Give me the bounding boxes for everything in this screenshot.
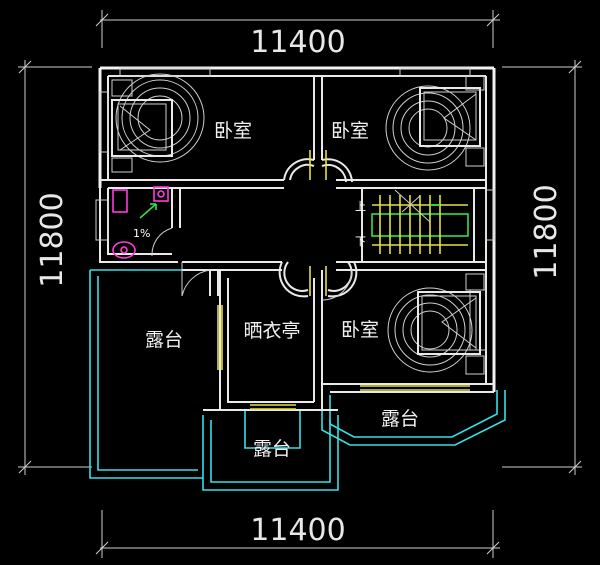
room-terrace-right: 露台 — [381, 408, 419, 430]
slope-label: 1% — [133, 227, 150, 240]
windows — [217, 150, 470, 410]
terrace-outlines — [89, 269, 506, 491]
walls — [98, 66, 496, 411]
staircase — [361, 187, 475, 263]
bathroom-fixtures — [112, 186, 169, 259]
bed-top-right — [385, 75, 485, 171]
dimension-bottom: 11400 — [250, 513, 345, 548]
doors — [151, 227, 353, 301]
hall-arcs — [278, 158, 358, 298]
bed-top-left — [111, 73, 205, 173]
room-terrace-left: 露台 — [145, 329, 183, 351]
dimension-lines — [18, 10, 582, 558]
stair-down-label: 下 — [355, 235, 366, 248]
bed-bottom-right — [387, 273, 485, 375]
dimension-top: 11400 — [250, 25, 345, 60]
room-bedroom-bottom-right: 卧室 — [341, 319, 379, 341]
room-bedroom-top-right: 卧室 — [331, 120, 369, 142]
dimension-right: 11800 — [529, 184, 564, 279]
dimension-left: 11800 — [35, 192, 70, 287]
room-terrace-bottom: 露台 — [253, 438, 291, 460]
room-bedroom-top-left: 卧室 — [214, 120, 252, 142]
room-drying-pavilion: 晒衣亭 — [243, 320, 300, 342]
stair-up-label: 上 — [355, 200, 366, 213]
